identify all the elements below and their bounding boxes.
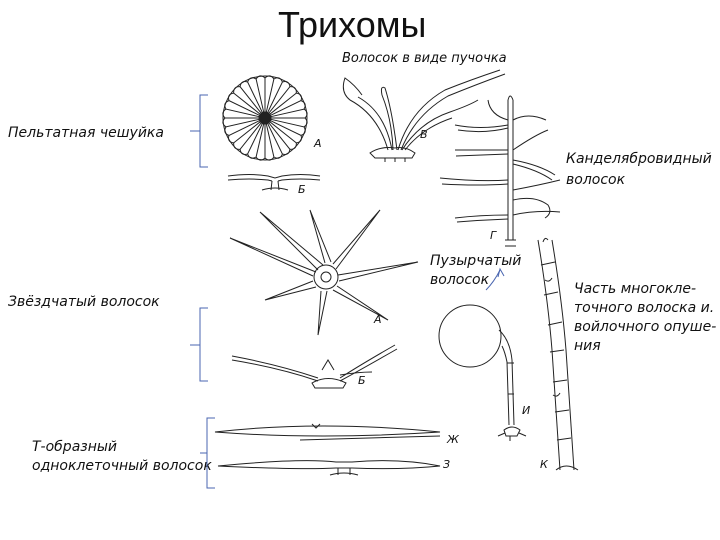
label-t-shaped-line2: одноклеточный волосок: [32, 458, 212, 474]
peltate-scale-top-view: [222, 75, 308, 161]
letter-v-tuft: В: [420, 128, 428, 141]
multicellular-hair: [537, 237, 579, 471]
page-title: Трихомы: [278, 4, 427, 45]
label-vesicular-line2: волосок: [430, 272, 490, 288]
letter-g-candelabra: Г: [490, 229, 497, 242]
bracket-peltate: [199, 94, 208, 168]
letter-zh-t-shaped: Ж: [447, 433, 459, 446]
letter-a-stellate: А: [374, 313, 382, 326]
label-peltate-scale: Пельтатная чешуйка: [8, 125, 164, 141]
tuft-hair: [342, 69, 506, 162]
bracket-stellate: [199, 307, 208, 382]
stellate-hair-top-view: [229, 209, 419, 336]
label-stellate-hair: Звёздчатый волосок: [8, 294, 160, 310]
candelabra-hair: [439, 95, 561, 247]
letter-z-t-shaped: З: [443, 458, 451, 471]
peltate-scale-side-view: [227, 174, 321, 191]
letter-b-stellate: Б: [358, 374, 366, 387]
label-candelabra-line1: Канделябровидный: [566, 151, 712, 167]
t-shaped-hair-zh: [214, 423, 441, 441]
letter-k-multicell: К: [540, 458, 548, 471]
label-multicell-line2: точного волоска и.: [574, 300, 715, 316]
label-multicell-line1: Часть многокле-: [574, 281, 697, 297]
arrow-vesicular: [485, 269, 501, 291]
letter-a-peltate: А: [314, 137, 322, 150]
label-t-shaped-line1: Т-образный: [32, 439, 118, 455]
label-tuft-hair: Волосок в виде пучочка: [342, 51, 507, 66]
label-multicell-line3: войлочного опуше-: [574, 319, 717, 335]
vesicular-hair: [438, 304, 527, 441]
letter-b-peltate: Б: [298, 183, 306, 196]
bracket-t-shaped: [206, 417, 215, 489]
letter-i-vesicular: И: [522, 404, 531, 417]
label-candelabra-line2: волосок: [566, 172, 626, 188]
label-multicell-line4: ния: [574, 338, 601, 354]
t-shaped-hair-z: [217, 460, 441, 476]
label-vesicular-line1: Пузырчатый: [430, 253, 522, 269]
stellate-hair-side-view: [231, 344, 398, 389]
